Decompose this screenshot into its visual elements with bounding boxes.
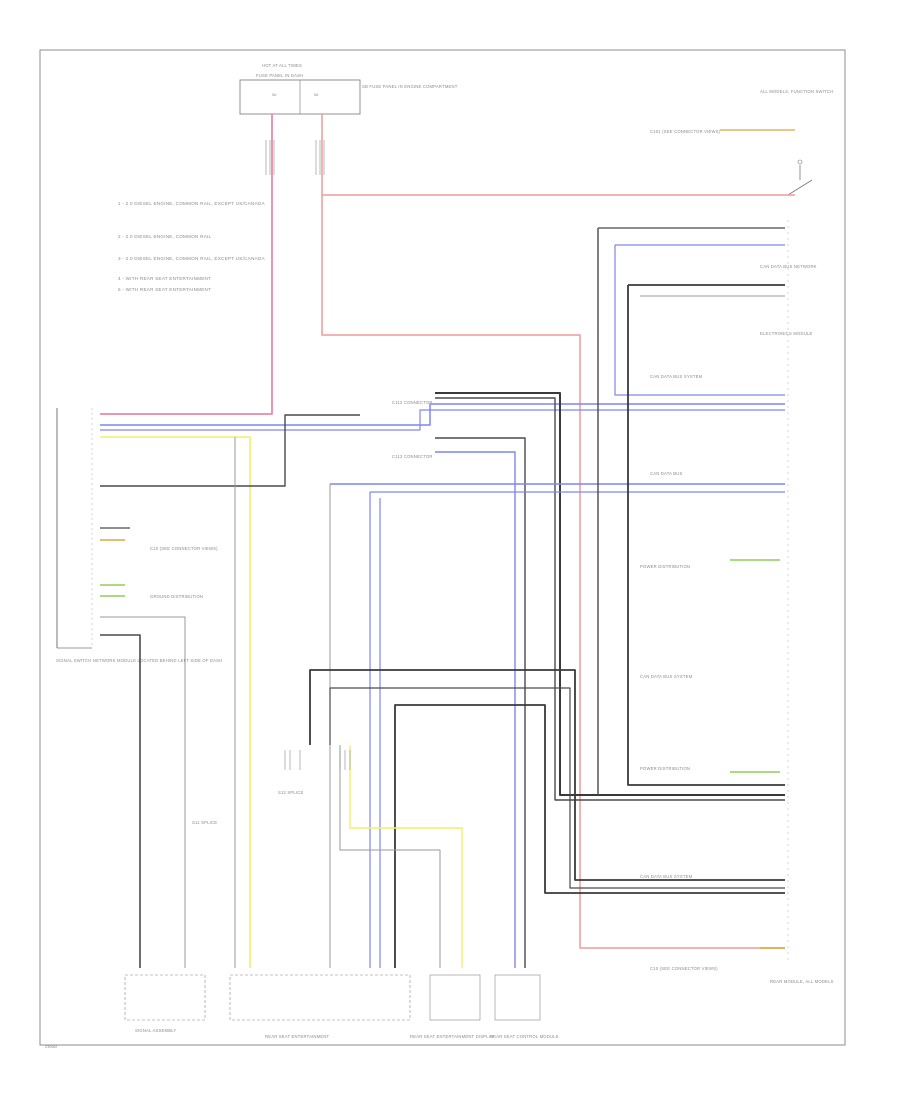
right-entry-1: CAN DATA BUS SYSTEM xyxy=(650,374,703,379)
legend-item-3: 3 - 2.0 DIESEL ENGINE, COMMON RAIL, EXCE… xyxy=(118,256,265,261)
fuse-rating-left: 5A xyxy=(272,93,277,97)
right-top-label: ALL MODELS, FUNCTION SWITCH xyxy=(760,89,833,94)
right-block-label: CAN DATA BUS NETWORK xyxy=(760,264,817,269)
right-conn-label: C101 (SEE CONNECTOR VIEWS) xyxy=(650,129,721,134)
fuse-panel-label: FUSE PANEL IN DASH xyxy=(256,73,303,78)
diagram-frame xyxy=(39,49,846,1046)
legend-item-1: 1 - 2.0 DIESEL ENGINE, COMMON RAIL, EXCE… xyxy=(118,201,265,206)
left-module: SIGNAL SWITCH NETWORK MODULE LOCATED BEH… xyxy=(56,408,222,663)
right-connector-column: CAN DATA BUS NETWORK ELECTRONICS MODULE … xyxy=(640,220,834,984)
right-entry-6: CAN DATA BUS SYSTEM xyxy=(640,874,693,879)
left-module-label: SIGNAL SWITCH NETWORK MODULE LOCATED BEH… xyxy=(56,658,222,663)
legend-item-5: 5 - WITH REAR SEAT ENTERTAINMENT xyxy=(118,287,211,292)
left-ground-label: GROUND DISTRIBUTION xyxy=(150,594,203,599)
bottom-components: SIGNAL ASSEMBLY REAR SEAT ENTERTAINMENT … xyxy=(124,974,559,1039)
right-bottom-conn-label: C10 (SEE CONNECTOR VIEWS) xyxy=(650,966,718,971)
mid-conn-bottom-label: C113 CONNECTOR xyxy=(392,454,433,459)
fuse-desc-label: SB FUSE PANEL IN ENGINE COMPARTMENT xyxy=(362,84,458,89)
right-entry-3: POWER DISTRIBUTION xyxy=(640,564,690,569)
mid-conn-top-label: C112 CONNECTOR xyxy=(392,400,433,405)
bottom-label-3: REAR SEAT ENTERTAINMENT DISPLAY xyxy=(410,1034,494,1039)
fuse-rating-right: 5A xyxy=(314,93,319,97)
legend-item-2: 2 - 2.0 DIESEL ENGINE, COMMON RAIL xyxy=(118,234,212,239)
legend: 1 - 2.0 DIESEL ENGINE, COMMON RAIL, EXCE… xyxy=(118,201,265,292)
fuse-top-label: HOT AT ALL TIMES xyxy=(262,63,302,68)
right-entry-4: CAN DATA BUS SYSTEM xyxy=(640,674,693,679)
right-entry-5: POWER DISTRIBUTION xyxy=(640,766,690,771)
connector-ticks xyxy=(265,140,351,770)
footer-code: Z30062 xyxy=(45,1045,57,1049)
right-module-top-label: ELECTRONICS MODULE xyxy=(760,331,812,336)
fuse-block: HOT AT ALL TIMES FUSE PANEL IN DASH 5A 5… xyxy=(239,63,458,115)
right-entry-2: CAN DATA BUS xyxy=(650,471,683,476)
legend-item-4: 4 - WITH REAR SEAT ENTERTAINMENT xyxy=(118,276,211,281)
bottom-label-2: REAR SEAT ENTERTAINMENT xyxy=(265,1034,330,1039)
bottom-label-1: SIGNAL ASSEMBLY xyxy=(135,1028,176,1033)
function-switch: ALL MODELS, FUNCTION SWITCH C101 (SEE CO… xyxy=(650,89,833,196)
splice-left-label: S11 SPLICE xyxy=(192,820,217,825)
bottom-label-4: REAR SEAT CONTROL MODULE xyxy=(490,1034,559,1039)
splice-mid-label: S12 SPLICE xyxy=(278,790,304,795)
right-bottom-module-label: REAR MODULE, ALL MODELS xyxy=(770,979,834,984)
wires xyxy=(100,114,795,968)
left-conn-label: C10 (SEE CONNECTOR VIEWS) xyxy=(150,546,218,551)
